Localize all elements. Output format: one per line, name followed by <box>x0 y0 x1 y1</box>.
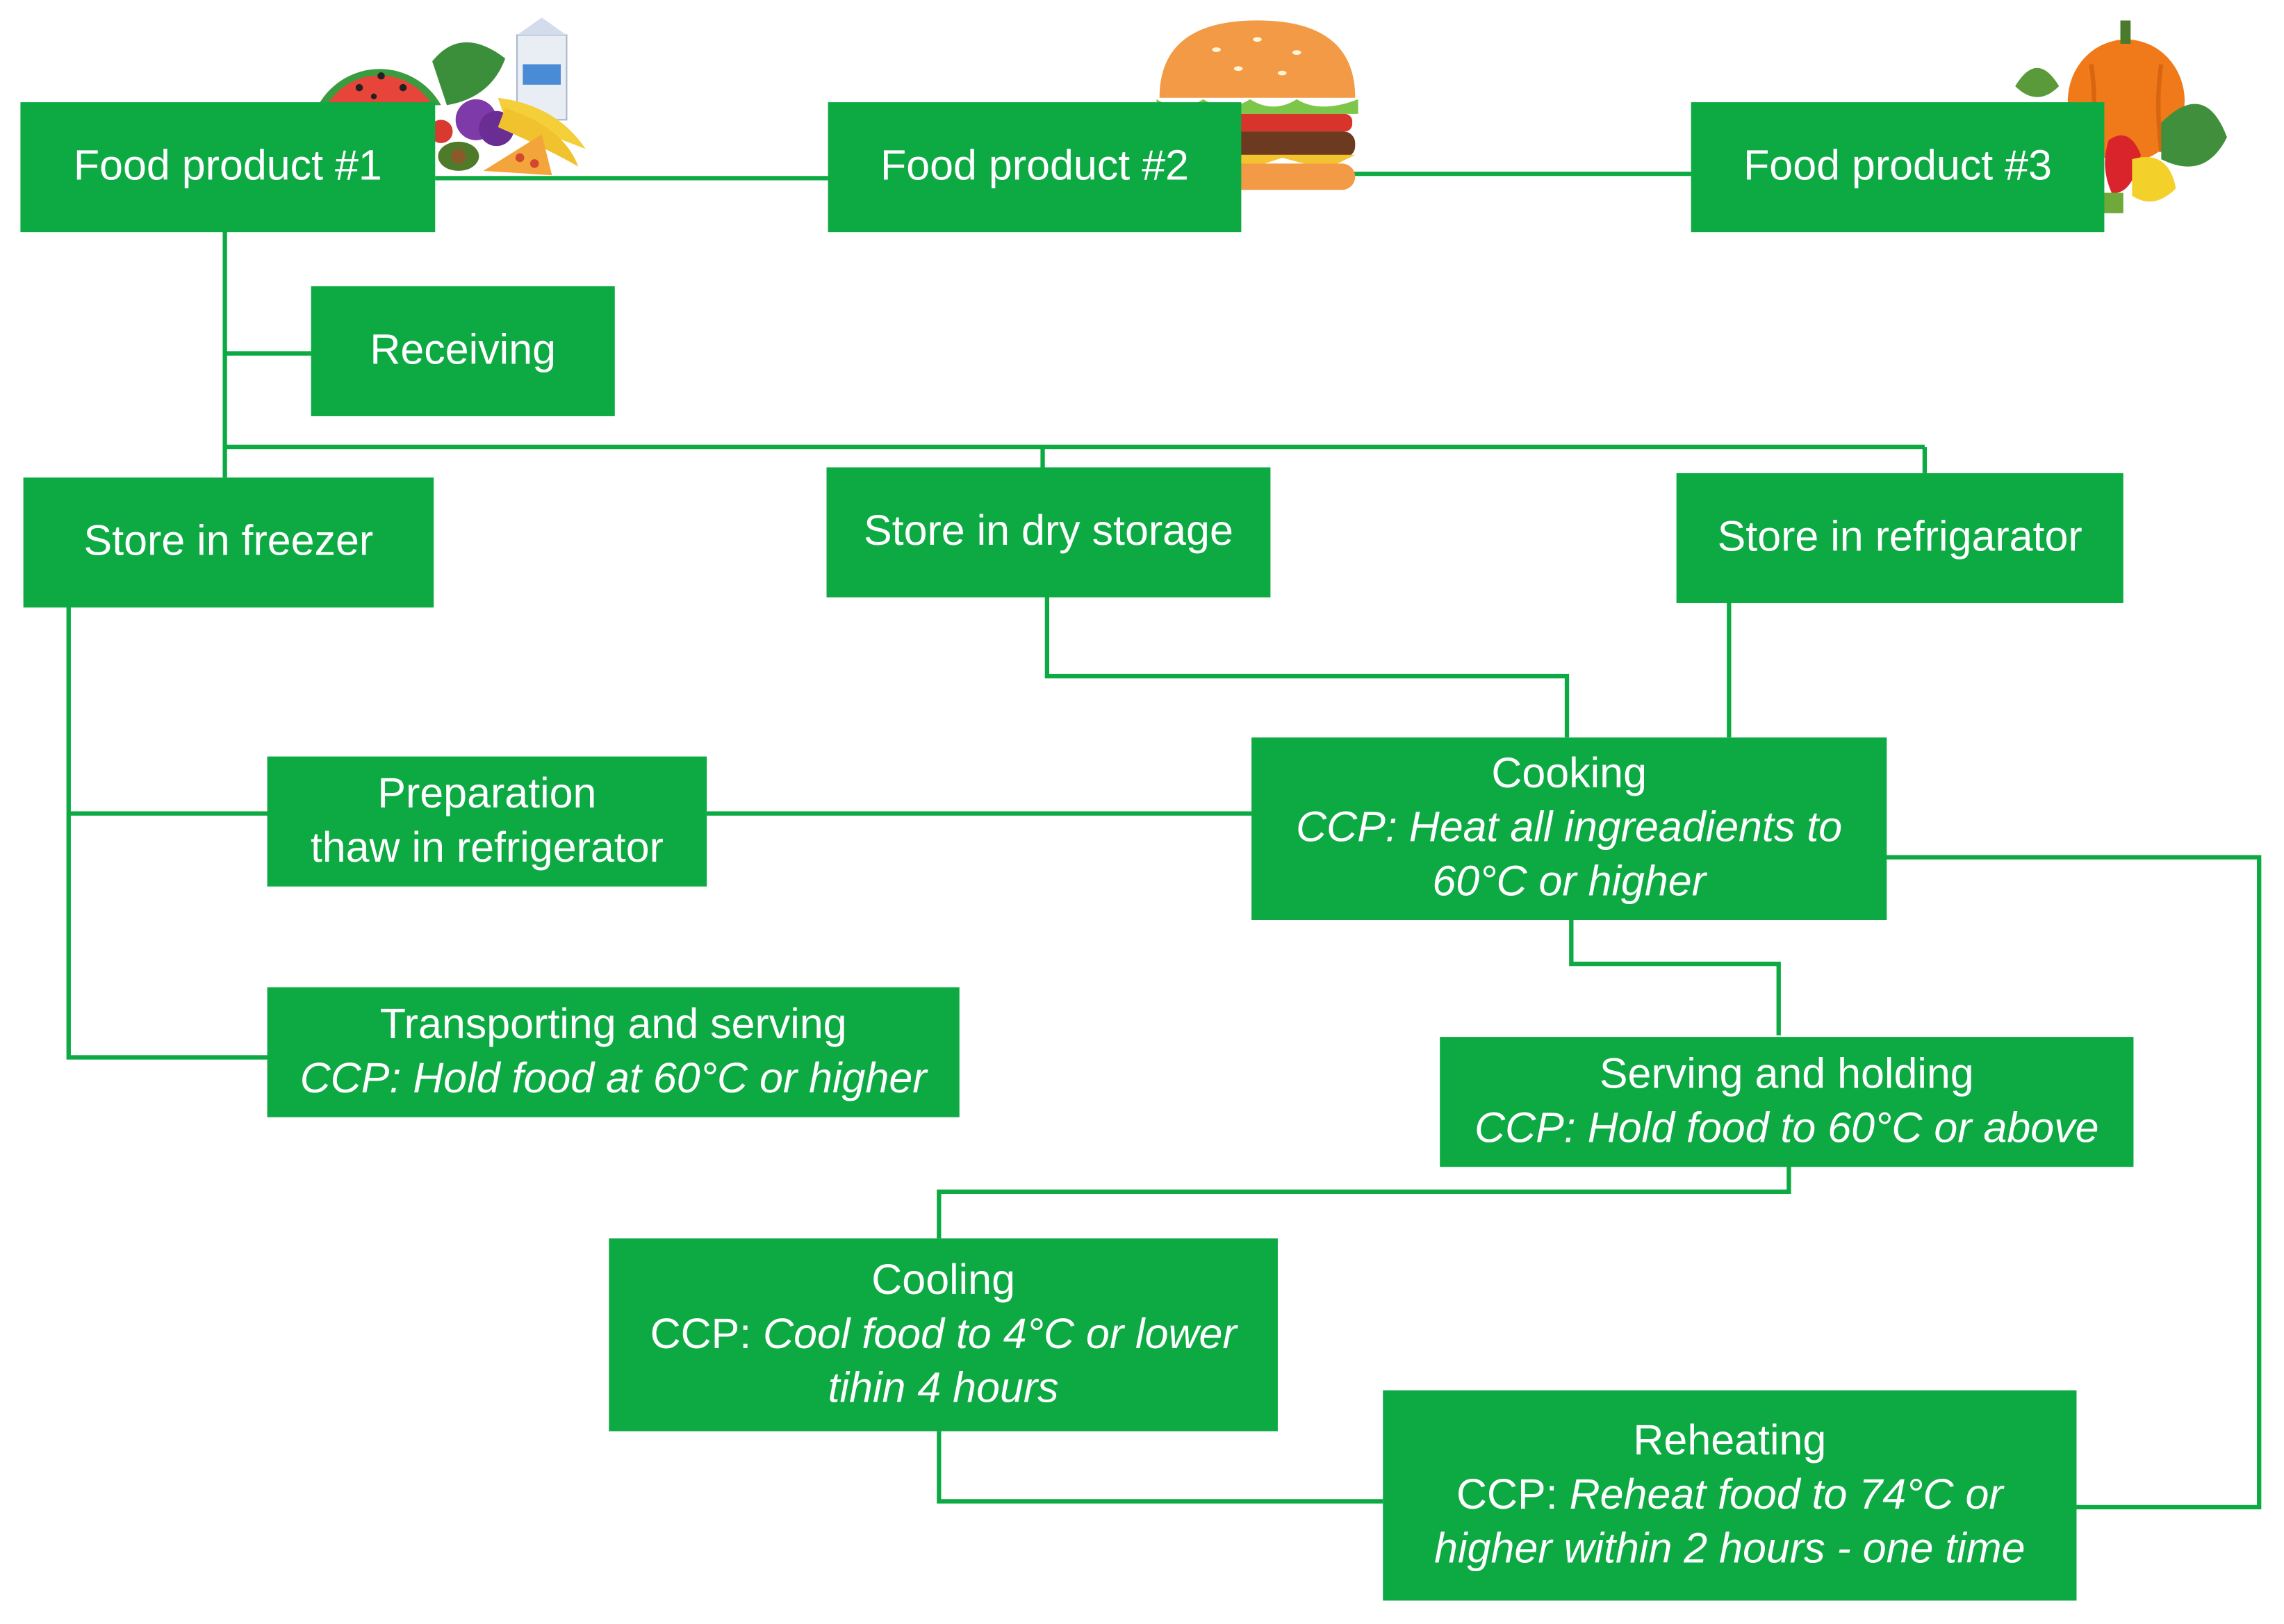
connector-freezer-prep-transport <box>66 606 269 1060</box>
food-product-1-label: Food product #1 <box>73 142 382 190</box>
cooling-ccp-line-1: CCP: Cool food to 4°C or lower <box>650 1308 1237 1362</box>
food-product-1-box: Food product #1 <box>20 102 436 233</box>
transporting-serving-ccp: CCP: Hold food at 60°C or higher <box>299 1055 927 1102</box>
food-product-2-box: Food product #2 <box>828 102 1242 233</box>
transporting-serving-title: Transporting and serving <box>379 1001 847 1048</box>
reheating-box: Reheating CCP: Reheat food to 74°C or hi… <box>1383 1390 2077 1601</box>
store-in-dry-storage-label: Store in dry storage <box>863 508 1233 555</box>
cooking-title: Cooking <box>1491 751 1647 798</box>
preparation-title: Preparation <box>377 770 597 817</box>
connector-serving-cooling <box>937 1165 1791 1239</box>
serving-holding-box: Serving and holding CCP: Hold food to 60… <box>1440 1037 2134 1167</box>
cooking-ccp-line-2: 60°C or higher <box>1432 858 1706 905</box>
connector-dry-storage-cooking <box>1044 596 1570 738</box>
reheating-ccp-line-1: CCP: Reheat food to 74°C or <box>1456 1468 2003 1523</box>
preparation-box: Preparation thaw in refrigerator <box>267 756 707 887</box>
fruit-vegetable-icon <box>318 17 586 176</box>
cooling-title: Cooling <box>871 1256 1015 1304</box>
transporting-serving-box: Transporting and serving CCP: Hold food … <box>267 987 960 1117</box>
store-in-dry-storage-box: Store in dry storage <box>826 467 1271 598</box>
cooling-ccp-line-2: tihin 4 hours <box>828 1364 1059 1412</box>
serving-holding-ccp: CCP: Hold food to 60°C or above <box>1474 1104 2099 1152</box>
preparation-detail: thaw in refrigerator <box>310 824 664 871</box>
cooling-ccp-prefix: CCP: <box>650 1311 764 1358</box>
reheating-ccp-prefix: CCP: <box>1456 1471 1570 1518</box>
store-in-refrigerator-box: Store in refrigarator <box>1676 473 2123 603</box>
cooking-ccp-line-1: CCP: Heat all ingreadients to <box>1296 804 1843 852</box>
cooling-box: Cooling CCP: Cool food to 4°C or lower t… <box>609 1238 1278 1432</box>
connector-reheating-cooking <box>1885 855 2262 1510</box>
cooking-box: Cooking CCP: Heat all ingreadients to 60… <box>1251 737 1887 921</box>
reheating-ccp-text: Reheat food to 74°C or <box>1569 1471 2003 1518</box>
serving-holding-title: Serving and holding <box>1599 1051 1974 1098</box>
reheating-ccp-line-2: higher within 2 hours - one time <box>1434 1525 2026 1573</box>
connector-cooking-serving <box>1569 920 1781 1036</box>
reheating-title: Reheating <box>1633 1417 1827 1464</box>
store-in-freezer-box: Store in freezer <box>23 477 434 608</box>
cooling-ccp-text: Cool food to 4°C or lower <box>763 1311 1237 1358</box>
store-in-freezer-label: Store in freezer <box>83 518 374 566</box>
food-product-3-label: Food product #3 <box>1743 142 2052 190</box>
connector-cooling-reheating <box>937 1431 1383 1504</box>
food-product-2-label: Food product #2 <box>880 142 1189 190</box>
receiving-label: Receiving <box>370 327 557 375</box>
receiving-box: Receiving <box>311 286 615 416</box>
store-in-refrigerator-label: Store in refrigarator <box>1717 514 2082 561</box>
food-product-3-box: Food product #3 <box>1691 102 2105 233</box>
